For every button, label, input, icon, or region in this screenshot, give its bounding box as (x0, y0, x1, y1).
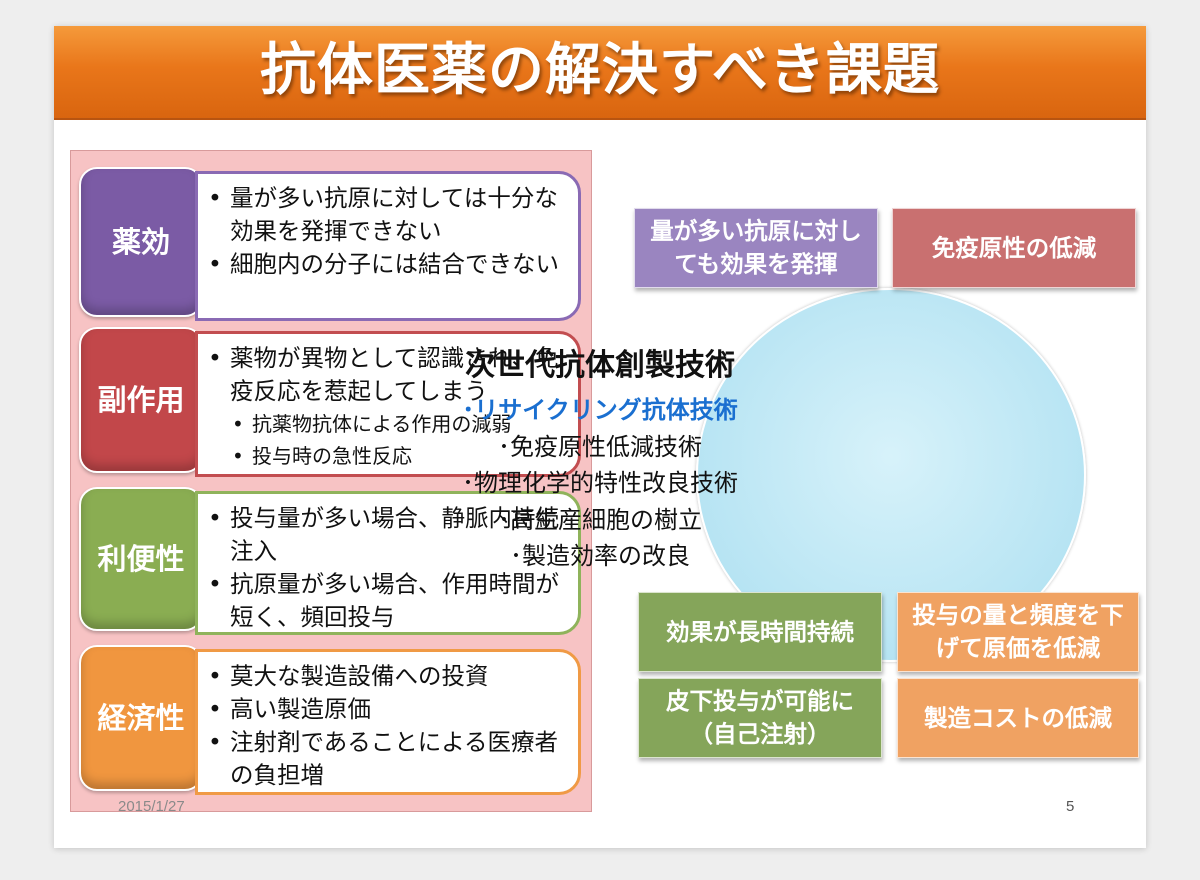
slide: 抗体医薬の解決すべき課題 薬効 量が多い抗原に対しては十分な効果を発揮できない … (54, 26, 1146, 848)
category-label-economics: 経済性 (79, 645, 203, 791)
efficacy-item-2: 細胞内の分子には結合できない (208, 248, 570, 281)
category-convenience: 利便性 投与量が多い場合、静脈内持続注入 抗原量が多い場合、作用時間が短く、頻回… (79, 487, 585, 637)
box-manufacturing-cost: 製造コストの低減 (897, 678, 1139, 758)
slide-number: 5 (1066, 798, 1075, 815)
category-box-convenience: 投与量が多い場合、静脈内持続注入 抗原量が多い場合、作用時間が短く、頻回投与 (195, 491, 581, 635)
convenience-item-1: 投与量が多い場合、静脈内持続注入 (208, 502, 570, 568)
economics-item-1: 莫大な製造設備への投資 (208, 660, 570, 693)
category-efficacy: 薬効 量が多い抗原に対しては十分な効果を発揮できない 細胞内の分子には結合できな… (79, 167, 585, 325)
title-bar: 抗体医薬の解決すべき課題 (54, 26, 1146, 120)
box-reduced-immunogenicity: 免疫原性の低減 (892, 208, 1136, 288)
box-efficacy-high-antigen: 量が多い抗原に対しても効果を発揮 (634, 208, 878, 288)
economics-item-2: 高い製造原価 (208, 693, 570, 726)
slide-title: 抗体医薬の解決すべき課題 (259, 38, 941, 103)
category-box-efficacy: 量が多い抗原に対しては十分な効果を発揮できない 細胞内の分子には結合できない (195, 171, 581, 321)
tech-line-manufacturing: ･製造効率の改良 (510, 542, 690, 570)
side-effects-subitem-2: 投与時の急性反応 (208, 440, 570, 472)
issues-panel: 薬効 量が多い抗原に対しては十分な効果を発揮できない 細胞内の分子には結合できな… (70, 150, 592, 812)
box-lower-dose-cost: 投与の量と頻度を下げて原価を低減 (897, 592, 1139, 672)
category-label-side-effects: 副作用 (79, 327, 203, 473)
circle-technology-list: ･リサイクリング抗体技術 ･免疫原性低減技術 ･物理化学的特性改良技術 ･高生産… (54, 392, 1146, 575)
category-label-efficacy: 薬効 (79, 167, 203, 317)
category-side-effects: 副作用 薬物が異物として認識され、免疫反応を惹起してしまう 抗薬物抗体による作用… (79, 327, 585, 479)
economics-item-3: 注射剤であることによる医療者の負担増 (208, 726, 570, 792)
slide-date: 2015/1/27 (118, 798, 185, 815)
box-subcutaneous: 皮下投与が可能に（自己注射） (638, 678, 882, 758)
tech-line-immunogenicity: ･免疫原性低減技術 (498, 432, 702, 461)
category-economics: 経済性 莫大な製造設備への投資 高い製造原価 注射剤であることによる医療者の負担… (79, 645, 585, 795)
category-box-side-effects: 薬物が異物として認識され、免疫反応を惹起してしまう 抗薬物抗体による作用の減弱 … (195, 331, 581, 477)
tech-line-cell-line: ･高生産細胞の樹立 (498, 505, 702, 534)
side-effects-item-1: 薬物が異物として認識され、免疫反応を惹起してしまう (208, 342, 570, 408)
box-long-duration: 効果が長時間持続 (638, 592, 882, 672)
tech-line-physicochemical: ･物理化学的特性改良技術 (462, 469, 738, 497)
convenience-item-2: 抗原量が多い場合、作用時間が短く、頻回投与 (208, 568, 570, 634)
circle-title: 次世代抗体創製技術 (465, 348, 735, 383)
efficacy-item-1: 量が多い抗原に対しては十分な効果を発揮できない (208, 182, 570, 248)
category-box-economics: 莫大な製造設備への投資 高い製造原価 注射剤であることによる医療者の負担増 (195, 649, 581, 795)
tech-line-recycling: ･リサイクリング抗体技術 (462, 396, 738, 424)
side-effects-subitem-1: 抗薬物抗体による作用の減弱 (208, 408, 570, 440)
